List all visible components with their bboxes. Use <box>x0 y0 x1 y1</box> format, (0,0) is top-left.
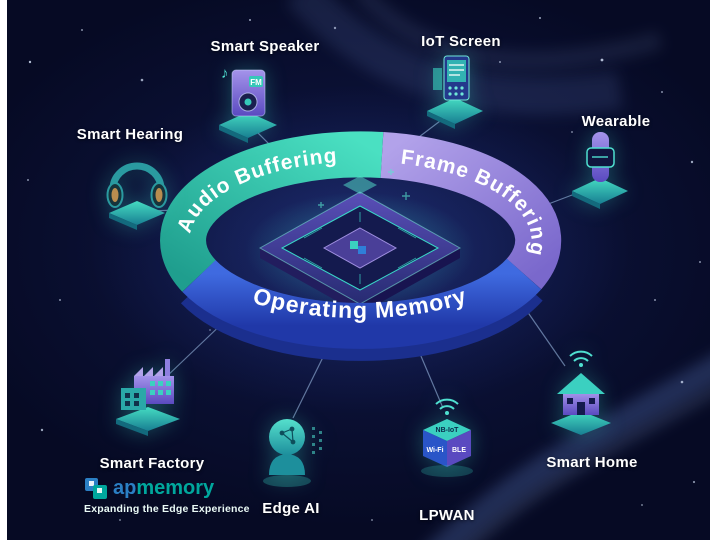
frame-buffering-arc <box>380 132 562 290</box>
platform-edge <box>427 111 455 129</box>
factory-front-building <box>121 388 146 410</box>
label-smart-home: Smart Home <box>546 454 638 471</box>
screen-lines <box>449 64 464 76</box>
logo-square-blue-mark <box>89 481 94 486</box>
right-white-edge <box>710 0 717 540</box>
chip-side-left <box>260 248 360 314</box>
ble-label: BLE <box>452 447 466 454</box>
platform-edge <box>219 125 248 143</box>
house-roof <box>557 373 605 394</box>
device-edge-ai <box>249 405 333 493</box>
logo-tagline: Expanding the Edge Experience <box>84 503 250 515</box>
device-lpwan: NB-IoT Wi-Fi BLE <box>405 397 489 485</box>
operating-memory-arc <box>182 258 542 349</box>
device-wearable <box>558 124 642 212</box>
lpwan-icon: NB-IoT Wi-Fi BLE <box>421 398 473 477</box>
wifi-waves-icon <box>569 350 593 362</box>
fm-badge <box>249 76 263 87</box>
roof-tooth-3 <box>154 367 163 376</box>
audio-buffering-arc <box>160 131 384 292</box>
headband <box>109 162 165 190</box>
apmemory-logo: apmemory Expanding the Edge Experience <box>84 476 250 515</box>
wordmark-memory: memory <box>136 477 215 499</box>
wifi-label: Wi-Fi <box>426 447 443 454</box>
factory-windows-front <box>125 393 139 406</box>
wifi-dot <box>579 363 583 367</box>
roof-tooth-1 <box>134 367 143 376</box>
label-smart-factory: Smart Factory <box>99 455 205 472</box>
wearable-icon <box>572 132 628 209</box>
house-window-left <box>567 398 573 404</box>
left-white-edge <box>0 0 7 540</box>
screen-display <box>447 60 466 82</box>
music-note-icon: ♪ <box>221 65 229 82</box>
device-smart-speaker: ♪ FM <box>205 56 289 144</box>
label-smart-speaker: Smart Speaker <box>210 38 320 55</box>
smart-home-icon <box>551 350 611 435</box>
wordmark-ap: ap <box>113 477 137 499</box>
wifi-waves-icon <box>435 398 459 410</box>
smart-speaker-icon: ♪ FM <box>219 65 277 143</box>
house-window-right <box>589 398 595 404</box>
label-wearable: Wearable <box>581 113 651 130</box>
chip-hologram <box>343 176 377 194</box>
sparkles <box>318 169 410 208</box>
speaker-cone-center <box>244 98 252 106</box>
chip-logo-square-teal <box>350 241 358 249</box>
label-edge-ai: Edge AI <box>262 500 320 517</box>
center-memory-chip <box>245 169 475 314</box>
ai-circuit <box>279 426 296 445</box>
smart-hearing-icon <box>106 162 168 230</box>
device-smart-factory <box>108 349 192 437</box>
platform <box>551 411 611 435</box>
ear-pad-left <box>111 188 119 202</box>
platform-edge <box>116 419 148 436</box>
platform-edge <box>572 191 600 209</box>
iot-screen-icon <box>427 55 483 129</box>
platform-edge <box>109 213 137 230</box>
chimney <box>165 359 170 377</box>
fm-label: FM <box>250 78 262 87</box>
smart-factory-icon <box>116 359 180 436</box>
label-smart-hearing: Smart Hearing <box>76 126 184 143</box>
apmemory-logo-icon <box>85 478 107 499</box>
chip-traces <box>303 212 417 284</box>
cube-right-face <box>447 430 471 467</box>
ai-shoulders <box>269 454 305 475</box>
ear-pad-right <box>155 188 163 202</box>
apmemory-wordmark: apmemory <box>113 477 214 499</box>
label-lpwan: LPWAN <box>419 507 475 524</box>
device-smart-home <box>539 347 623 439</box>
roof-tooth-2 <box>144 367 153 376</box>
nbiot-label: NB-IoT <box>436 427 460 434</box>
data-bits <box>312 427 322 454</box>
logo-square-teal-mark <box>97 488 102 493</box>
label-iot-screen: IoT Screen <box>421 33 501 50</box>
edge-ai-icon <box>263 419 322 487</box>
side-panel <box>433 68 442 90</box>
glow-base <box>421 465 473 477</box>
platform <box>427 98 483 124</box>
keypad-dots <box>448 86 464 96</box>
device-iot-screen <box>413 46 497 134</box>
factory-windows-back <box>150 381 171 395</box>
wifi-dot <box>445 411 449 415</box>
house-door <box>577 402 585 415</box>
chip-side-right <box>360 248 460 314</box>
chip-logo-square-blue <box>358 246 366 254</box>
glow-base <box>263 475 311 487</box>
device-smart-hearing <box>95 143 179 231</box>
cube-left-face <box>423 430 447 467</box>
